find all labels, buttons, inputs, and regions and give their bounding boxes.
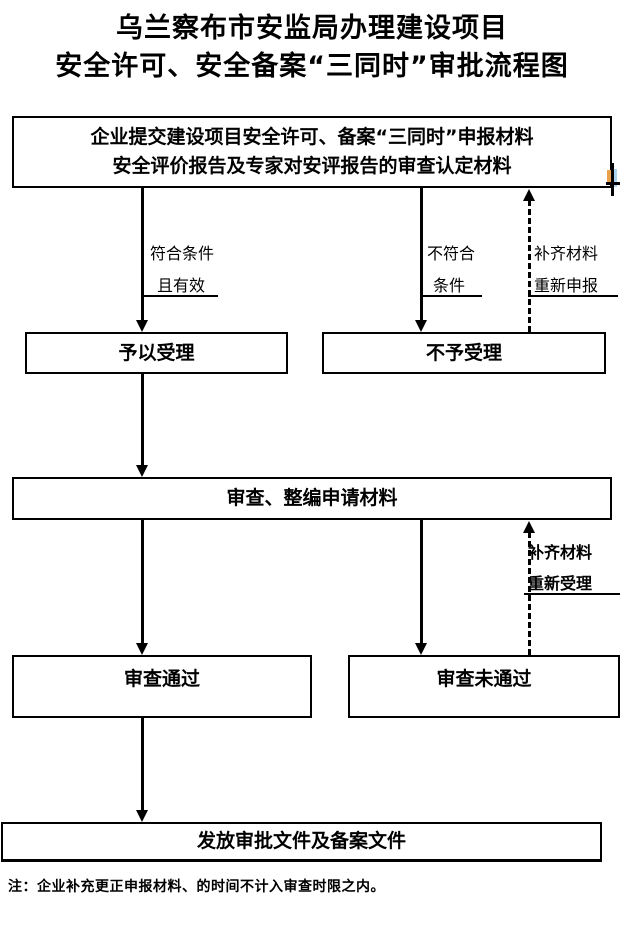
label-resubmit-line1: 补齐材料 (534, 244, 599, 263)
flow-box-fail-text: 审查未通过 (436, 668, 532, 690)
label-resubmit-line2: 重新申报 (534, 276, 599, 295)
flow-box-accept-text: 予以受理 (118, 341, 195, 364)
arrowhead-down-issue (136, 810, 148, 822)
flow-box-submit-line1: 企业提交建设项目安全许可、备案“三同时”申报材料 (90, 126, 534, 148)
connector-review-fail (420, 520, 423, 643)
label-reaccept-line1: 补齐材料 (528, 543, 593, 562)
label-reaccept-line2: 重新受理 (528, 574, 593, 593)
page-title-line2: 安全许可、安全备案“三同时”审批流程图 (55, 51, 569, 82)
flow-box-review: 审查、整编申请材料 (12, 477, 612, 520)
label-ineligible-line1: 不符合 (427, 244, 476, 263)
flow-box-issue: 发放审批文件及备案文件 (1, 822, 602, 862)
connector-submit-reject (420, 188, 423, 322)
edit-marker-tick (606, 182, 620, 185)
edit-marker-bar (611, 163, 614, 196)
underline-eligible (143, 295, 218, 297)
label-ineligible-line2: 条件 (433, 276, 466, 295)
flow-box-pass: 审查通过 (12, 655, 312, 718)
flow-box-pass-text: 审查通过 (123, 668, 200, 690)
connector-submit-accept (141, 188, 144, 322)
flow-box-submit: 企业提交建设项目安全许可、备案“三同时”申报材料 安全评价报告及专家对安评报告的… (12, 116, 612, 188)
connector-accept-review (141, 374, 144, 466)
edit-marker-blue (614, 169, 617, 187)
flow-box-reject-text: 不予受理 (425, 341, 502, 364)
arrowhead-down-pass (136, 643, 148, 655)
connector-reject-resubmit-dashed (528, 200, 531, 332)
arrowhead-down-fail (415, 643, 427, 655)
flow-box-submit-line2: 安全评价报告及专家对安评报告的审查认定材料 (112, 155, 512, 177)
flow-box-fail: 审查未通过 (348, 655, 620, 718)
flow-box-accept: 予以受理 (25, 332, 288, 374)
footnote: 注：企业补充更正申报材料、的时间不计入审查时限之内。 (8, 879, 385, 895)
arrowhead-up-reaccept (523, 521, 535, 533)
label-eligible-line1: 符合条件 (150, 244, 215, 263)
arrowhead-down-review (136, 465, 148, 477)
connector-pass-issue (141, 718, 144, 810)
flow-box-reject: 不予受理 (322, 332, 606, 374)
arrowhead-down-reject (415, 320, 427, 332)
flow-box-issue-text: 发放审批文件及备案文件 (196, 830, 406, 852)
arrowhead-up-resubmit (523, 189, 535, 201)
connector-review-pass (141, 520, 144, 643)
page-title-line1: 乌兰察布市安监局办理建设项目 (116, 13, 508, 44)
label-eligible-line2: 且有效 (157, 276, 206, 295)
underline-ineligible (422, 295, 482, 297)
underline-resubmit (528, 295, 618, 297)
flow-box-review-text: 审查、整编申请材料 (226, 487, 398, 509)
arrowhead-down-accept (136, 320, 148, 332)
edit-marker-orange (607, 170, 611, 184)
underline-reaccept (524, 593, 620, 595)
